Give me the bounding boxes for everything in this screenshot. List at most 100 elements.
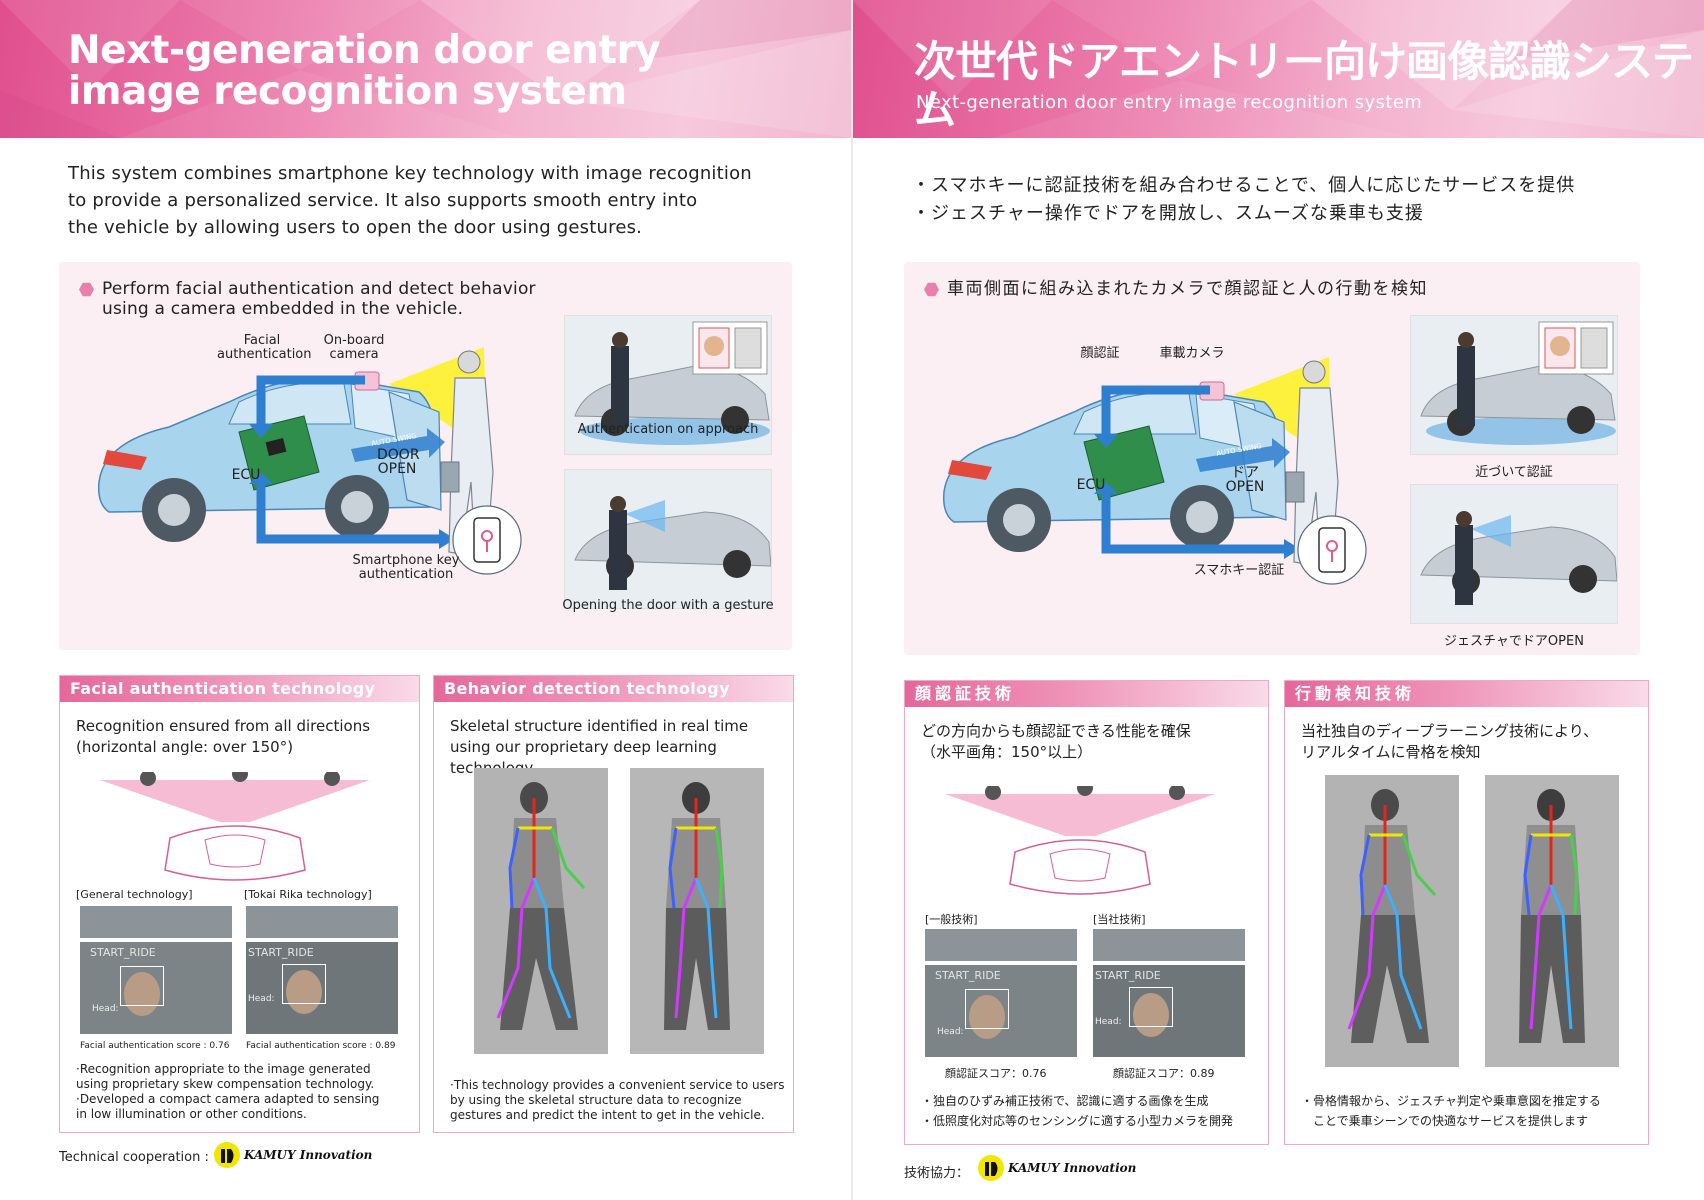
overlay-head: Head:: [248, 994, 275, 1004]
score-general: 顔認証スコア：0.76: [945, 1067, 1047, 1080]
label-line: Smartphone key: [352, 553, 460, 568]
face-capture-general: START_RIDE Head:: [80, 942, 232, 1034]
label-line: Facial: [243, 333, 281, 348]
intro-text: ・スマホキーに認証技術を組み合わせることで、個人に応じたサービスを提供 ・ジェス…: [912, 172, 1575, 228]
english-page: Next-generation door entry image recogni…: [0, 0, 852, 1168]
skeleton-photo-walking: [1325, 775, 1459, 1067]
caption-opening-door-gesture: ジェスチャでドアOPEN: [1444, 634, 1584, 649]
label-line: camera: [329, 347, 379, 362]
label-general-technology: [一般技術]: [925, 913, 978, 926]
hexagon-bullet-icon: [79, 282, 94, 297]
note-line: by using the skeletal structure data to …: [450, 1093, 742, 1107]
system-overview-panel: 車両側面に組み込まれたカメラで顔認証と人の行動を検知: [904, 262, 1640, 655]
label-smartphone-key: Smartphone key authentication: [351, 554, 461, 582]
label-tokai-technology: [Tokai Rika technology]: [244, 888, 372, 901]
note-line: ・独自のひずみ補正技術で、認識に適する画像を生成: [921, 1094, 1209, 1108]
car-illustration: [97, 347, 522, 575]
label-line: DOOR: [377, 447, 420, 463]
page-title: Next-generation door entry image recogni…: [68, 28, 661, 114]
facial-authentication-card: Facial authentication technology Recogni…: [59, 675, 420, 1133]
technical-cooperation-label: 技術協力：: [904, 1166, 970, 1181]
score-tokai: Facial authentication score : 0.89: [246, 1041, 396, 1051]
card-notes: ・骨格情報から、ジェスチャ判定や乗車意図を推定する ことで乗車シーンでの快適なサ…: [1301, 1091, 1601, 1131]
title-banner: 次世代ドアエントリー向け画像認識システム Next-generation doo…: [852, 0, 1704, 138]
car-window: [228, 382, 352, 425]
label-ecu: ECU: [231, 467, 261, 483]
panel-title: 車両側面に組み込まれたカメラで顔認証と人の行動を検知: [947, 279, 1428, 299]
desc-line: リアルタイムに骨格を検知: [1301, 743, 1481, 761]
card-header: Facial authentication technology: [60, 676, 419, 702]
note-line: ·This technology provides a convenient s…: [450, 1078, 785, 1092]
note-line: ·Developed a compact camera adapted to s…: [76, 1092, 380, 1106]
car-illustration: [942, 357, 1367, 585]
label-onboard-camera: 車載カメラ: [1159, 346, 1225, 361]
page-spine-divider: [851, 0, 853, 1200]
angle-coverage-diagram: [100, 772, 370, 881]
kamuy-logo-text: KAMUY Innovation: [244, 1148, 373, 1162]
panel-title-line: using a camera embedded in the vehicle.: [102, 299, 464, 319]
label-line: On-board: [323, 333, 385, 348]
facial-authentication-card: 顔認証技術 どの方向からも顔認証できる性能を確保 （水平画角：150°以上） […: [904, 680, 1269, 1145]
face-capture-tokai: START_RIDE Head:: [246, 942, 398, 1034]
page-subtitle: Next-generation door entry image recogni…: [916, 92, 1423, 113]
note-line: ・骨格情報から、ジェスチャ判定や乗車意図を推定する: [1301, 1094, 1601, 1108]
label-facial-authentication: Facial authentication: [217, 333, 312, 362]
arrow-smartphone: [256, 482, 441, 544]
card-description: Recognition ensured from all directions …: [76, 716, 370, 758]
card-header: 行動検知技術: [1285, 681, 1648, 707]
face-strip-general: [80, 906, 232, 938]
behavior-detection-card: Behavior detection technology Skeletal s…: [433, 675, 794, 1133]
skeleton-photo-walking: [474, 768, 608, 1054]
banner-facet-pattern: [0, 0, 852, 138]
overlay-text: START_RIDE: [935, 969, 1001, 982]
behavior-detection-card: 行動検知技術 当社独自のディープラーニング技術により、 リアルタイムに骨格を検知: [1284, 680, 1649, 1145]
card-description: どの方向からも顔認証できる性能を確保 （水平画角：150°以上）: [921, 721, 1191, 763]
intro-line: to provide a personalized service. It al…: [68, 190, 698, 211]
face-capture-general: START_RIDE Head:: [925, 965, 1077, 1057]
label-smartphone-key: スマホキー認証: [1193, 563, 1285, 578]
kamuy-logo: KAMUY Innovation: [976, 1153, 1136, 1183]
desc-line: Recognition ensured from all directions: [76, 717, 371, 735]
note-line: ·Recognition appropriate to the image ge…: [76, 1062, 371, 1076]
panel-title-line: Perform facial authentication and detect…: [102, 279, 536, 299]
desc-line: （水平画角：150°以上）: [921, 743, 1093, 761]
kamuy-logo-text: KAMUY Innovation: [1008, 1161, 1137, 1175]
intro-text: This system combines smartphone key tech…: [68, 160, 752, 241]
note-line: ことで乗車シーンでの快適なサービスを提供します: [1301, 1114, 1589, 1128]
label-door-open: ドアOPEN: [1225, 465, 1265, 495]
card-notes: ・独自のひずみ補正技術で、認識に適する画像を生成 ・低照度化対応等のセンシングに…: [921, 1091, 1233, 1131]
photo-authentication-on-approach: [564, 315, 772, 455]
caption-authentication-on-approach: 近づいて認証: [1475, 465, 1553, 480]
skeleton-photo-standing: [630, 768, 764, 1054]
overlay-text: START_RIDE: [1095, 969, 1161, 982]
overlay-text: START_RIDE: [248, 946, 314, 959]
label-tokai-technology: [当社技術]: [1093, 913, 1146, 926]
kamuy-logo-icon: [214, 1142, 240, 1168]
banner-facet-pattern: [852, 0, 1704, 138]
face-strip-general: [925, 929, 1077, 961]
photo-opening-door-gesture: [1410, 484, 1618, 624]
title-line-2: image recognition system: [68, 69, 627, 114]
overlay-head: Head:: [92, 1004, 119, 1014]
label-general-technology: [General technology]: [76, 888, 193, 901]
page-title: 次世代ドアエントリー向け画像認識システム: [914, 37, 1694, 134]
desc-line: 当社独自のディープラーニング技術により、: [1301, 722, 1599, 740]
label-onboard-camera: On-board camera: [321, 334, 387, 362]
car-diagram: Facial authentication On-board camera AU…: [89, 332, 529, 632]
card-description: 当社独自のディープラーニング技術により、 リアルタイムに骨格を検知: [1301, 721, 1598, 763]
note-line: in low illumination or other conditions.: [76, 1107, 307, 1121]
label-line: authentication: [358, 567, 454, 582]
title-line-1: Next-generation door entry: [68, 28, 661, 73]
person-head: [457, 350, 481, 374]
angle-coverage-diagram: [945, 786, 1215, 895]
system-overview-panel: Perform facial authentication and detect…: [59, 262, 792, 650]
kamuy-logo-icon: [978, 1155, 1004, 1181]
technical-cooperation-label: Technical cooperation :: [59, 1150, 209, 1165]
photo-opening-door-gesture: [564, 469, 772, 609]
label-line: OPEN: [377, 461, 417, 477]
card-notes: ·Recognition appropriate to the image ge…: [76, 1062, 379, 1122]
note-line: using proprietary skew compensation tech…: [76, 1077, 375, 1091]
car-light: [103, 450, 147, 470]
card-description: Skeletal structure identified in real ti…: [450, 716, 793, 779]
skeleton-photo-standing: [1485, 775, 1619, 1067]
